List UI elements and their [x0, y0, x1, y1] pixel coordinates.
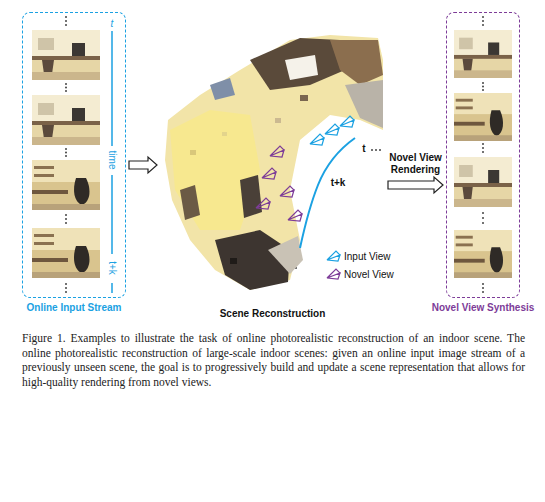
ellipsis-dots: [482, 143, 484, 145]
ellipsis-dots: [379, 149, 381, 151]
input-frames: [32, 95, 100, 145]
ellipsis-dots: [482, 287, 484, 289]
input-frames: [32, 30, 100, 80]
input-frames: [32, 160, 100, 210]
legend-entry: Input View: [326, 250, 391, 262]
ellipsis-dots: [65, 283, 67, 285]
camera-icon: [326, 250, 341, 262]
novel-cameras: [280, 186, 294, 197]
novel-frames: [454, 30, 512, 78]
ellipsis-dots: [482, 16, 484, 18]
input-frames: [32, 30, 100, 278]
input-frames: [32, 228, 100, 278]
figure-caption: Figure 1. Examples to illustrate the tas…: [22, 331, 525, 389]
node-heading: Novel View Synthesis: [432, 302, 535, 313]
point-cloud: [330, 40, 383, 85]
block-arrow: [388, 177, 443, 193]
point-cloud: [210, 78, 235, 100]
point-cloud: [250, 38, 345, 90]
ellipsis-dots: [482, 86, 484, 88]
ellipsis-dots: [482, 24, 484, 26]
point-cloud: [190, 150, 196, 155]
ellipsis-dots: [482, 89, 484, 91]
edge-label: Novel View Rendering: [387, 152, 444, 175]
input-cameras: [310, 116, 354, 145]
novel-frames: [454, 93, 512, 141]
time-step-label: t: [360, 143, 367, 154]
camera-icon: [326, 268, 341, 280]
ellipsis-dots: [65, 214, 67, 216]
time-step-label: t: [109, 18, 116, 29]
point-cloud: [275, 118, 281, 123]
time-axis-label: time: [107, 149, 118, 172]
novel-frames: [454, 30, 512, 278]
time-axis: [111, 175, 113, 254]
legend-entry: Novel View: [326, 268, 394, 280]
block-arrow: [129, 157, 157, 173]
novel-cameras: [256, 146, 302, 221]
point-cloud: [222, 132, 227, 136]
input-cameras: [310, 134, 324, 145]
ellipsis-dots: [65, 16, 67, 18]
ellipsis-dots: [65, 20, 67, 22]
ellipsis-dots: [482, 82, 484, 84]
ellipsis-dots: [482, 212, 484, 214]
ellipsis-dots: [65, 155, 67, 157]
novel-frames: [454, 230, 512, 278]
ellipsis-dots: [65, 287, 67, 289]
ellipsis-dots: [65, 83, 67, 85]
legend-text: Input View: [344, 251, 391, 262]
time-axis: [111, 31, 113, 146]
ellipsis-dots: [65, 24, 67, 26]
point-cloud: [180, 185, 200, 220]
camera-icon: [327, 269, 340, 279]
ellipsis-dots: [482, 222, 484, 224]
point-cloud: [285, 55, 318, 80]
ellipsis-dots: [65, 87, 67, 89]
ellipsis-dots: [65, 16, 484, 293]
novel-frames: [454, 157, 512, 207]
ellipsis-dots: [65, 218, 67, 220]
ellipsis-dots: [482, 283, 484, 285]
camera-icon: [327, 251, 340, 261]
time-axis-label: t+k: [107, 259, 118, 277]
ellipsis-dots: [65, 222, 67, 224]
ellipsis-dots: [371, 149, 373, 151]
point-cloud: [240, 175, 262, 218]
input-cameras: [340, 116, 354, 127]
novel-cameras: [256, 198, 270, 209]
point-cloud: [230, 258, 237, 264]
ellipsis-dots: [65, 148, 67, 150]
ellipsis-dots: [482, 20, 484, 22]
ellipsis-dots: [482, 147, 484, 149]
ellipsis-dots: [375, 149, 377, 151]
node-heading: Online Input Stream: [26, 302, 121, 313]
node-heading: Scene Reconstruction: [220, 308, 326, 319]
ellipsis-dots: [65, 152, 67, 154]
ellipsis-dots: [65, 90, 67, 92]
novel-view-panel: Novel View Synthesis: [446, 12, 520, 298]
time-step-label: t+k: [329, 177, 348, 188]
ellipsis-dots: [482, 291, 484, 293]
novel-cameras: [288, 210, 302, 221]
legend-text: Novel View: [344, 269, 394, 280]
point-cloud: [300, 95, 308, 101]
novel-cameras: [270, 146, 284, 157]
point-cloud: [268, 236, 303, 274]
ellipsis-dots: [65, 291, 67, 293]
time-axis: [111, 283, 113, 293]
ellipsis-dots: [482, 151, 484, 153]
ellipsis-dots: [482, 217, 484, 219]
input-cameras: [325, 124, 339, 135]
novel-cameras: [262, 168, 276, 179]
camera-trajectory: [300, 138, 355, 248]
